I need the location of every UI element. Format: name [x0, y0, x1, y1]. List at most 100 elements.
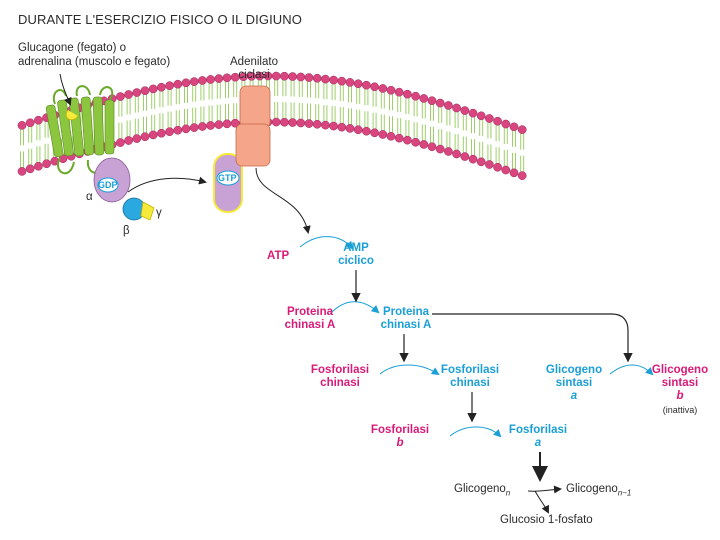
lipid-head [386, 131, 396, 141]
phk-activation-arc [379, 364, 440, 376]
lipid-head [493, 162, 502, 172]
glycogen-n-label: Glicogenon [454, 483, 510, 499]
receptor-protein [45, 85, 115, 175]
lipid-head [452, 149, 461, 159]
lipid-tails [44, 121, 49, 160]
diagram-title: DURANTE L'ESERCIZIO FISICO O IL DIGIUNO [18, 12, 302, 27]
alpha-label: α [86, 191, 93, 203]
lipid-head [17, 167, 27, 176]
lipid-tails [454, 111, 459, 150]
lipid-tails [143, 94, 147, 133]
lipid-head [444, 147, 453, 156]
lipid-head [468, 154, 478, 164]
lipid-tails [225, 81, 229, 120]
pka-to-gs-arrow [432, 313, 633, 363]
phos-a-form-label: a [534, 437, 542, 449]
membrane-bilayer [17, 71, 527, 180]
gamma-label: γ [156, 207, 162, 219]
glucose-1p-label: Glucosio 1-fosfato [500, 514, 593, 526]
lipid-head [460, 106, 470, 115]
gs-b-label-line1: Glicogeno [651, 364, 709, 376]
lipid-tails [520, 133, 525, 172]
lipid-tails [216, 82, 221, 121]
lipid-head [189, 77, 199, 86]
lipid-head [124, 136, 133, 145]
lipid-tails [233, 81, 238, 120]
activation-arrow [127, 176, 207, 193]
glycogen-n-text: Glicogeno [454, 483, 506, 495]
lipid-head [140, 86, 150, 96]
phos-activation-arc [449, 426, 502, 438]
lipid-head [345, 78, 355, 87]
lipid-head [435, 98, 445, 108]
lipid-head [214, 120, 224, 129]
glycogen-n-subscript: n [505, 488, 511, 498]
lipid-head [25, 164, 35, 174]
lipid-tails [298, 80, 303, 119]
phk-active-label-line2: chinasi [450, 377, 490, 389]
lipid-head [214, 74, 224, 83]
lipid-head [165, 81, 174, 91]
lipid-head [288, 118, 297, 127]
lipid-head [394, 133, 404, 143]
lipid-head [181, 124, 191, 134]
lipid-head [312, 119, 322, 129]
lipid-head [509, 122, 519, 132]
lipid-head [140, 132, 150, 142]
lipid-head [460, 152, 470, 161]
lipid-head [148, 130, 158, 140]
lipid-tails [372, 90, 377, 129]
lipid-head [517, 171, 527, 180]
cyclase-label-line2: ciclasi [238, 69, 270, 81]
lipid-head [501, 165, 511, 175]
pka-inactive-label-line2: chinasi A [284, 319, 336, 331]
phk-inactive-label-line1: Fosforilasi [310, 364, 370, 376]
lipid-head [403, 135, 412, 145]
glycogen-cleavage-arrow [527, 485, 562, 494]
lipid-head [493, 116, 502, 126]
lipid-head [288, 72, 297, 81]
lipid-tails [208, 83, 213, 122]
lipid-tails [126, 98, 131, 137]
lipid-tails [397, 96, 402, 135]
phos-b-form-label: b [396, 437, 404, 449]
lipid-head [206, 75, 215, 84]
gdp-label: GDP [98, 180, 118, 190]
lipid-tails [159, 91, 164, 130]
lipid-head [312, 73, 322, 83]
lipid-head [337, 122, 347, 132]
lipid-head [362, 80, 371, 90]
lipid-tails [175, 88, 180, 127]
lipid-head [296, 118, 306, 128]
lipid-head [329, 121, 338, 131]
lipid-tails [503, 128, 508, 167]
lipid-tails [167, 89, 172, 128]
hormone-label-line1: Glucagone (fegato) o [18, 42, 127, 54]
atp-label: ATP [267, 250, 290, 262]
hormone-binding-arrow [59, 73, 72, 106]
lipid-head [362, 126, 371, 136]
lipid-tails [421, 102, 426, 141]
g-protein-inactive [93, 157, 155, 221]
gs-a-form-label: a [570, 390, 578, 402]
lipid-head [509, 168, 519, 178]
lipid-head [411, 137, 420, 147]
lipid-tails [462, 114, 467, 153]
lipid-head [132, 88, 142, 97]
camp-label-line1: AMP [343, 242, 369, 254]
lipid-head [394, 87, 404, 97]
lipid-tails [20, 129, 24, 168]
pka-inactive-label-line1: Proteina [286, 306, 333, 318]
lipid-head [468, 108, 478, 118]
lipid-head [116, 138, 125, 147]
lipid-head [370, 128, 379, 138]
lipid-head [329, 75, 338, 85]
lipid-head [321, 74, 330, 84]
lipid-head [198, 76, 207, 85]
lipid-tails [471, 117, 475, 156]
lipid-head [304, 119, 314, 128]
lipid-tails [348, 86, 352, 125]
lipid-head [427, 96, 437, 106]
lipid-tails [118, 100, 123, 139]
